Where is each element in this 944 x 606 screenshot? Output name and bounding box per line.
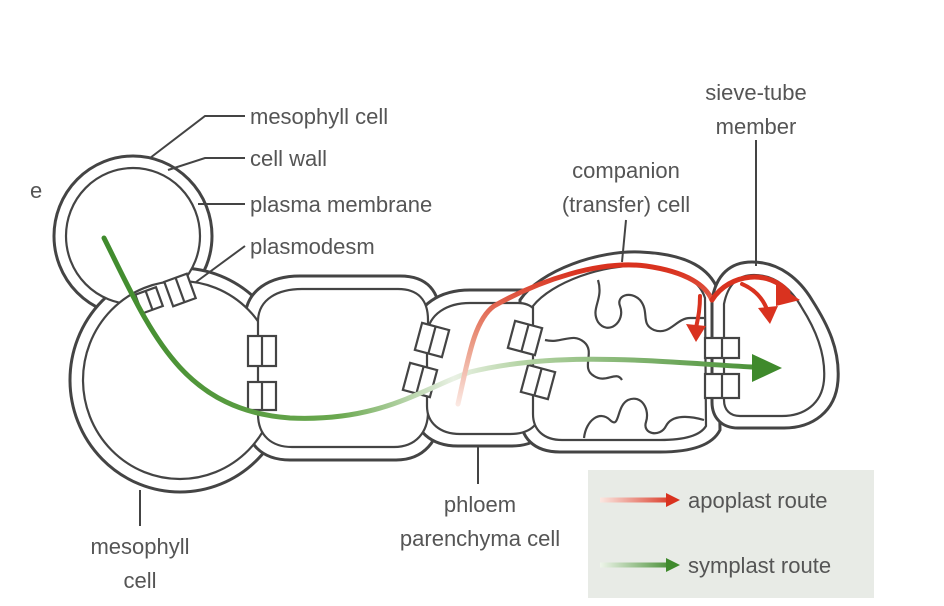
legend: apoplast route symplast route <box>600 488 831 578</box>
legend-apoplast-arrowhead <box>666 493 680 507</box>
apoplast-route-arrow <box>455 262 800 407</box>
leader-cell-wall <box>167 157 245 171</box>
legend-box <box>588 470 874 598</box>
label-sieve-line1: sieve-tube <box>705 80 807 105</box>
stray-glyph: e <box>30 178 42 203</box>
label-plasmodesm: plasmodesm <box>250 234 375 259</box>
leader-mesophyll-cell-top <box>149 115 245 159</box>
label-companion-line2: (transfer) cell <box>562 192 690 217</box>
label-sieve-line2: member <box>716 114 797 139</box>
plasma-membranes <box>64 166 826 481</box>
label-companion-line1: companion <box>572 158 680 183</box>
label-mesophyll-cell-top: mesophyll cell <box>250 104 388 129</box>
label-phloem-line2: parenchyma cell <box>400 526 560 551</box>
companion-cell-membrane <box>531 264 708 442</box>
label-mesophyll-bottom-line2: cell <box>123 568 156 593</box>
leader-plasmodesm <box>195 245 246 283</box>
legend-symplast-label: symplast route <box>688 553 831 578</box>
mesophyll-cell-bottom-membrane <box>81 279 279 481</box>
legend-apoplast-label: apoplast route <box>688 488 827 513</box>
plasmodesmata <box>133 272 741 412</box>
symplast-route-arrow <box>101 235 782 421</box>
leader-companion-cell <box>621 219 627 263</box>
mesophyll-cell-middle-membrane <box>256 287 430 449</box>
legend-symplast-arrowhead <box>666 558 680 572</box>
leader-lines <box>139 115 757 526</box>
label-cell-wall: cell wall <box>250 146 327 171</box>
label-phloem-line1: phloem <box>444 492 516 517</box>
label-plasma-membrane: plasma membrane <box>250 192 432 217</box>
label-mesophyll-bottom-line1: mesophyll <box>90 534 189 559</box>
